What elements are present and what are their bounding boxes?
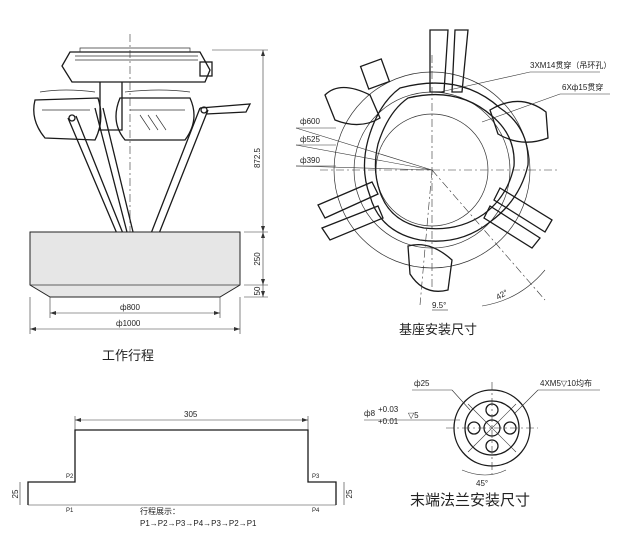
work-stroke-title: 工作行程 <box>102 348 154 363</box>
point-p4: P4 <box>312 508 320 514</box>
point-p2: P2 <box>66 474 74 480</box>
label-flange-dia-25: ф25 <box>414 379 430 388</box>
label-height-250: 250 <box>253 252 262 266</box>
note-flange-holes: 4XM5▽10均布 <box>540 378 592 388</box>
label-height-left-25: 25 <box>11 489 20 498</box>
label-width-305: 305 <box>184 410 198 419</box>
label-angle-9-5: 9.5° <box>432 301 446 310</box>
stroke-demo-sequence: P1→P2→P3→P4→P3→P2→P1 <box>140 519 257 528</box>
stroke-path-line <box>27 429 337 505</box>
label-flange-depth: ▽5 <box>408 411 419 420</box>
robot-head <box>33 34 252 244</box>
note-holes-15: 6Xф15贯穿 <box>562 82 603 92</box>
flange-mounting-view: ф25 ф8 +0.03 +0.01 ▽5 4XM5▽10均布 45° 末端法兰… <box>364 378 600 509</box>
label-flange-dia-8: ф8 <box>364 409 376 418</box>
label-height-50: 50 <box>253 286 262 295</box>
dimension-dia-1000: ф1000 <box>29 297 241 334</box>
dimension-heights: 872.5 250 50 <box>212 49 268 298</box>
label-dia-800: ф800 <box>120 303 140 312</box>
label-dia-390: ф390 <box>300 156 320 165</box>
label-dia-600: ф600 <box>300 117 320 126</box>
stroke-demo-title: 行程展示： <box>140 506 180 516</box>
label-dia-525: ф525 <box>300 135 320 144</box>
dimension-dia-800: ф800 <box>49 297 221 318</box>
label-height-872: 872.5 <box>253 147 262 168</box>
work-stroke-view: ф800 ф1000 872.5 250 50 工作行程 <box>29 34 268 363</box>
base-mounting-view: ф600 ф525 ф390 3XM14贯穿（吊环孔） 6Xф15贯穿 42° … <box>295 29 611 337</box>
label-height-right-25: 25 <box>345 489 354 498</box>
label-flange-tol-upper: +0.03 <box>378 405 399 414</box>
base-mounting-title: 基座安装尺寸 <box>399 322 477 337</box>
point-p1: P1 <box>66 508 74 514</box>
label-flange-angle-45: 45° <box>476 479 488 488</box>
stroke-path-view: 305 25 25 P1 P2 P3 P4 行程展示： P1→P2→P3→P4→… <box>11 410 354 528</box>
label-flange-tol-lower: +0.01 <box>378 417 399 426</box>
flange-mounting-title: 末端法兰安装尺寸 <box>410 492 530 509</box>
label-dia-1000: ф1000 <box>116 319 141 328</box>
work-envelope <box>29 231 241 298</box>
base-outline <box>363 82 529 242</box>
note-holes-m14: 3XM14贯穿（吊环孔） <box>530 60 611 70</box>
point-p3: P3 <box>312 474 320 480</box>
label-angle-42: 42° <box>495 288 510 302</box>
